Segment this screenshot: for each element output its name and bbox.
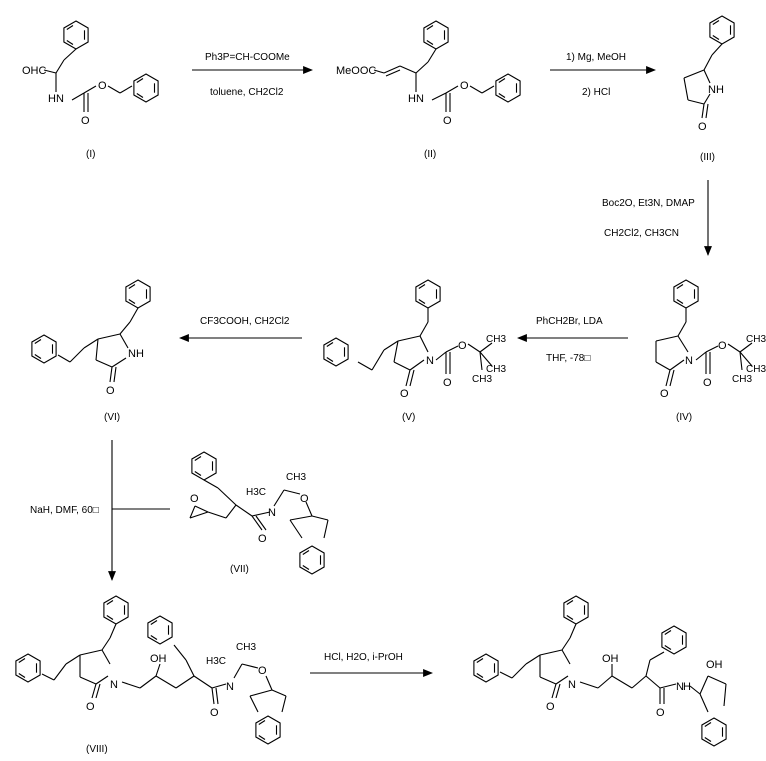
reaction-step-6: NaH, DMF, 60□ bbox=[30, 440, 170, 581]
compound-VI-atom-nh: NH bbox=[128, 348, 144, 360]
compound-VII-atom-h3c: H3C bbox=[246, 487, 266, 498]
compound-VII-atom-o-ring: O bbox=[300, 493, 309, 505]
compound-VII-atom-o-carbonyl: O bbox=[258, 533, 267, 545]
product-atom-n-lactam: N bbox=[568, 679, 576, 691]
compound-III-atom-nh: NH bbox=[708, 84, 724, 96]
compound-V-methyl-3: CH3 bbox=[472, 374, 492, 385]
step-6-reagent: NaH, DMF, 60□ bbox=[30, 505, 99, 516]
reaction-step-7: HCl, H2O, i-PrOH bbox=[310, 652, 433, 677]
compound-VII-label: (VII) bbox=[230, 564, 249, 575]
compound-VII-atom-o-epoxide: O bbox=[190, 493, 199, 505]
reaction-step-1: Ph3P=CH-COOMe toluene, CH2Cl2 bbox=[192, 52, 313, 98]
compound-IV-atom-o-carbonyl: O bbox=[703, 377, 712, 389]
compound-VI: NH O (VI) bbox=[31, 279, 151, 423]
step-3-solvent: CH2Cl2, CH3CN bbox=[604, 228, 679, 239]
compound-IV-methyl-1: CH3 bbox=[746, 334, 766, 345]
compound-V-methyl-1: CH3 bbox=[486, 334, 506, 345]
compound-I-atom-o-ether: O bbox=[98, 80, 107, 92]
step-2-reagent: 1) Mg, MeOH bbox=[566, 52, 626, 63]
compound-I-atom-o-carbonyl: O bbox=[81, 115, 90, 127]
compound-IV-methyl-2: CH3 bbox=[746, 364, 766, 375]
compound-VIII-atom-n-lactam: N bbox=[110, 679, 118, 691]
reaction-step-5: CF3COOH, CH2Cl2 bbox=[179, 316, 302, 342]
compound-VIII-atom-o-ring: O bbox=[258, 665, 267, 677]
compound-V-atom-o-carbonyl: O bbox=[443, 377, 452, 389]
compound-VII: O H3C CH3 O N O (VII) bbox=[189, 451, 329, 575]
step-7-reagent: HCl, H2O, i-PrOH bbox=[324, 652, 403, 663]
product-atom-h-amide: H bbox=[683, 681, 691, 693]
product-atom-n-amide: N bbox=[676, 681, 684, 693]
step-2-acid: 2) HCl bbox=[582, 87, 610, 98]
compound-V-atom-n: N bbox=[426, 355, 434, 367]
compound-VIII-atom-o-lactam: O bbox=[86, 701, 95, 713]
compound-II: MeOOC HN O O (II) bbox=[336, 20, 521, 160]
compound-VIII-atom-oh: OH bbox=[150, 653, 167, 665]
step-3-reagent: Boc2O, Et3N, DMAP bbox=[602, 198, 695, 209]
compound-VI-atom-o: O bbox=[106, 385, 115, 397]
compound-II-atom-meooc: MeOOC bbox=[336, 65, 376, 77]
compound-IV: N O O O CH3 CH3 CH3 (IV) bbox=[655, 279, 766, 423]
compound-II-label: (II) bbox=[424, 149, 436, 160]
compound-VIII-atom-h3c: H3C bbox=[206, 656, 226, 667]
compound-IV-methyl-3: CH3 bbox=[732, 374, 752, 385]
compound-I-atom-hn: HN bbox=[48, 93, 64, 105]
reaction-step-4: PhCH2Br, LDA THF, -78□ bbox=[517, 316, 628, 364]
step-4-solvent: THF, -78□ bbox=[546, 353, 590, 364]
compound-VIII: N O OH CH3 H3C O N O (VIII) bbox=[15, 595, 287, 755]
compound-V-atom-o-ether: O bbox=[458, 340, 467, 352]
compound-VII-atom-n: N bbox=[268, 507, 276, 519]
compound-IV-atom-n: N bbox=[685, 355, 693, 367]
compound-V-methyl-2: CH3 bbox=[486, 364, 506, 375]
compound-IV-atom-o-ether: O bbox=[718, 340, 727, 352]
compound-I-atom-ohc: OHC bbox=[22, 65, 47, 77]
compound-VI-label: (VI) bbox=[104, 412, 120, 423]
compound-V-atom-o-lactam: O bbox=[400, 388, 409, 400]
compound-VIII-label: (VIII) bbox=[86, 744, 108, 755]
compound-VIII-atom-ch3: CH3 bbox=[236, 642, 256, 653]
compound-VII-atom-ch3: CH3 bbox=[286, 472, 306, 483]
compound-IV-atom-o-lactam: O bbox=[660, 388, 669, 400]
compound-II-atom-hn: HN bbox=[408, 93, 424, 105]
reaction-step-2: 1) Mg, MeOH 2) HCl bbox=[550, 52, 656, 98]
compound-II-atom-o-ether: O bbox=[460, 80, 469, 92]
product-atom-o-lactam: O bbox=[546, 701, 555, 713]
reaction-step-3: Boc2O, Et3N, DMAP CH2Cl2, CH3CN bbox=[602, 180, 712, 256]
step-1-solvent: toluene, CH2Cl2 bbox=[210, 87, 284, 98]
compound-V: N O O O CH3 CH3 CH3 (V) bbox=[323, 279, 506, 423]
compound-product: N O OH N H O OH bbox=[473, 595, 727, 747]
compound-III-atom-o: O bbox=[698, 121, 707, 133]
compound-IV-label: (IV) bbox=[676, 412, 692, 423]
step-5-reagent: CF3COOH, CH2Cl2 bbox=[200, 316, 290, 327]
compound-III: NH O (III) bbox=[683, 15, 735, 163]
compound-VIII-atom-n: N bbox=[226, 681, 234, 693]
compound-V-label: (V) bbox=[402, 412, 415, 423]
compound-VIII-atom-o-carbonyl: O bbox=[210, 707, 219, 719]
product-atom-o-amide: O bbox=[656, 707, 665, 719]
compound-I-label: (I) bbox=[86, 149, 95, 160]
compound-I: OHC HN O O (I) bbox=[22, 20, 159, 160]
compound-II-atom-o-carbonyl: O bbox=[443, 115, 452, 127]
step-4-reagent: PhCH2Br, LDA bbox=[536, 316, 603, 327]
product-atom-oh-chain: OH bbox=[602, 653, 619, 665]
compound-III-label: (III) bbox=[700, 152, 715, 163]
step-1-reagent: Ph3P=CH-COOMe bbox=[205, 52, 290, 63]
product-atom-oh-indane: OH bbox=[706, 659, 723, 671]
